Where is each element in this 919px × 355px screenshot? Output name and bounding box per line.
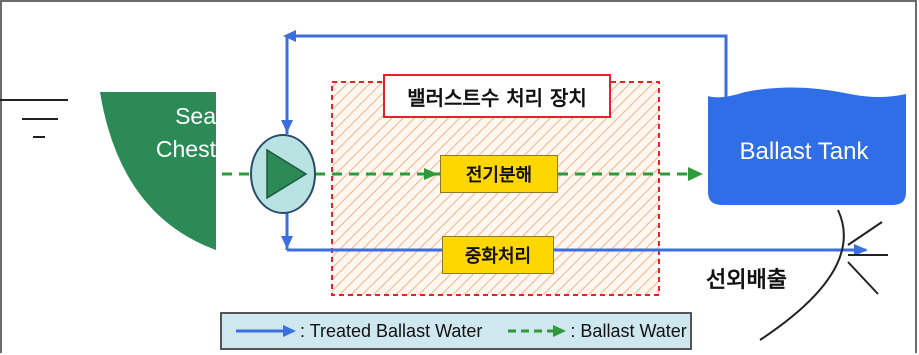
legend-item-ballast: : Ballast Water <box>506 314 687 348</box>
pump-icon <box>250 134 316 214</box>
overboard-discharge-label: 선외배출 <box>706 268 787 293</box>
ballast-tank-label: Ballast Tank <box>739 138 869 165</box>
ballast-arrowhead-left <box>424 168 438 180</box>
sea-chest-label: Sea Chest <box>126 100 216 166</box>
treated-arrowhead-left <box>283 30 296 42</box>
sea-chest-label-line2: Chest <box>155 136 216 162</box>
electrolysis-box: 전기분해 <box>440 155 558 193</box>
legend-label-ballast: : Ballast Water <box>570 320 687 341</box>
legend-item-treated: : Treated Ballast Water <box>234 314 482 348</box>
overboard-discharge-icon <box>759 209 888 341</box>
ballast-tank-shape <box>708 87 906 205</box>
legend: : Treated Ballast Water : Ballast Water <box>220 312 692 350</box>
water-level-icon <box>0 99 68 138</box>
sea-chest-shape <box>100 92 216 250</box>
legend-solid-arrow-icon <box>236 325 296 337</box>
legend-dashed-arrow-icon <box>508 325 567 337</box>
neutralization-box: 중화처리 <box>442 236 554 274</box>
treated-arrowhead-right <box>854 244 868 256</box>
treated-arrowhead-down-lower <box>281 236 293 249</box>
sea-chest-label-line1: Sea <box>175 103 216 129</box>
ballast-arrowhead-right <box>688 167 703 181</box>
treated-arrowhead-down <box>281 120 293 133</box>
legend-label-treated: : Treated Ballast Water <box>300 320 483 341</box>
treatment-unit-title: 밸러스트수 처리 장치 <box>383 74 611 118</box>
